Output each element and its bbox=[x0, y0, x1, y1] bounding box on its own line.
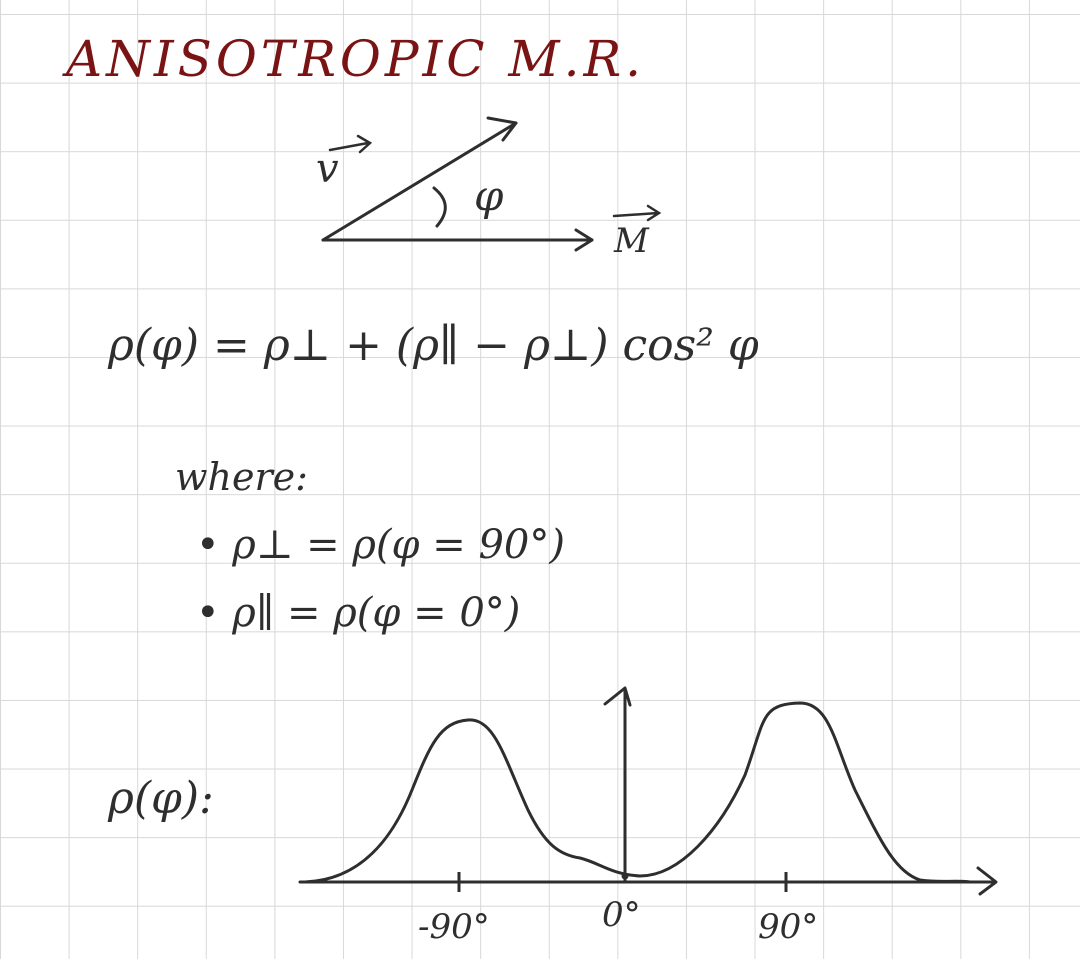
angle-label: φ bbox=[474, 171, 504, 220]
tick-label-0: 0° bbox=[602, 895, 641, 935]
x-axis-arrowhead bbox=[976, 866, 998, 896]
where-label: where: bbox=[175, 455, 308, 499]
angle-arc bbox=[432, 186, 447, 228]
tick-label-90: 90° bbox=[758, 907, 818, 947]
page-title: ANISOTROPIC M.R. bbox=[66, 30, 646, 88]
y-axis-arrowhead bbox=[603, 686, 632, 707]
v-vector-arrowhead bbox=[486, 116, 518, 142]
plot-y-label: ρ(φ): bbox=[108, 773, 214, 824]
v-label-arrow bbox=[328, 134, 373, 154]
tick-label-minus-90: -90° bbox=[418, 907, 490, 947]
resistivity-formula: ρ(φ) = ρ⊥ + (ρ∥ − ρ⊥) cos² φ bbox=[108, 320, 759, 371]
m-label: M bbox=[613, 221, 650, 261]
m-vector-arrowhead bbox=[574, 228, 594, 252]
v-label: v bbox=[316, 146, 339, 192]
definition-perpendicular: • ρ⊥ = ρ(φ = 90°) bbox=[196, 522, 565, 568]
v-vector-line bbox=[321, 121, 518, 242]
definition-parallel: • ρ∥ = ρ(φ = 0°) bbox=[196, 590, 521, 636]
resistivity-curve bbox=[303, 701, 972, 884]
m-label-arrow bbox=[612, 204, 662, 222]
